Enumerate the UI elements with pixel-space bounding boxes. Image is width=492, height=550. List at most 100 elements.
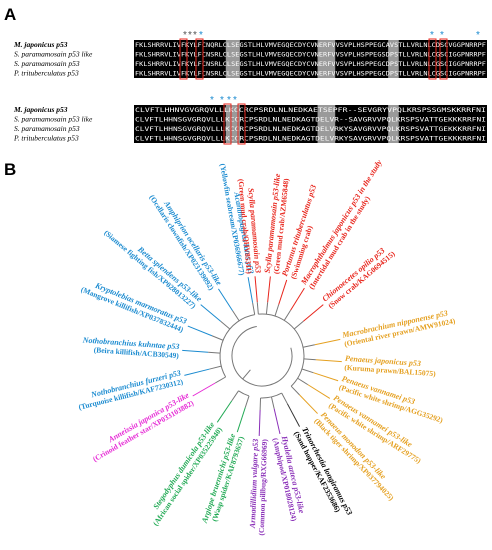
conserved-site-box [428,38,437,80]
leaf-label: Macrobrachium nipponense p53(Oriental ri… [341,309,457,349]
sequence-name: S. paramamosain p53 like [14,115,93,124]
variable-site-shade [317,114,336,124]
variable-site-shade [388,124,399,134]
leaf-species: Armadillidium vulgare p53 [248,439,260,530]
variable-site-shade [225,105,240,115]
sequence-track [134,59,487,69]
variable-site-shade [388,59,399,69]
variable-site-shade [388,49,399,59]
variable-site-shade [225,114,240,124]
sequence-residues: CLVFTLHHNSGVGRQVLLLKCCRCPSRDLNLNEDKAGTDE… [135,126,486,133]
leaf-stem [214,376,226,384]
sequence-residues: FKLSHRRVLIVFKYLFCNSRLCLSEGSTLHLVMVEGQECD… [135,61,486,68]
leaf-stem [232,310,240,322]
leaf-branch [254,276,258,303]
sequence-residues: CLVFTLHHNSGVGRQVLLLKCCRCPSRDLNLNEDKAGTDE… [135,117,486,124]
sequence-name: S. paramamosain p53 [14,59,80,68]
phylogenetic-tree: Acanthopagrus latus p53(Yellowfin seabre… [78,158,457,536]
sequence-track [134,124,487,134]
leaf-common-name: (Kuruma prawn/BAL15075) [344,363,436,378]
sequence-residues: CLVFTLHHNSGVGRQVLLLKCCRCPSRDLNLNEDKAGTDE… [135,136,486,143]
conservation-marker: * [193,30,197,41]
conserved-site-box [237,103,246,145]
leaf-stem [270,396,275,409]
leaf-stem [293,320,304,330]
leaf-stem [209,365,222,370]
variable-site-shade [225,59,240,69]
leaf-stem [244,395,250,408]
sequence-track [134,68,487,78]
leaf-common-name: (Common pillbug/RXG66969) [257,438,269,535]
leaf-stem [252,302,256,315]
leaf-stem [220,320,231,330]
leaf-stem [297,377,309,386]
variable-site-shade [317,49,336,59]
leaf-stem [231,390,239,402]
conservation-marker: * [476,30,480,41]
sequence-residues: FKLSHRRVLIVFKYLFCNQRLCLSEGSTLHLVMVEGQECD… [135,42,486,49]
conservation-marker: * [220,95,224,106]
variable-site-shade [317,105,336,115]
sequence-residues: CLVFTLHHNVGVGRQVLLLKCCRCPSRDLNLNEDKAETSE… [135,107,486,114]
tree-arc-vertebrate [219,314,255,378]
variable-site-shade [388,114,399,124]
leaf-branch [313,372,339,382]
conserved-site-box [179,38,188,80]
conserved-site-box [223,103,232,145]
conservation-marker: * [210,95,214,106]
leaf-branch [315,359,342,363]
leaf-stem [301,368,314,374]
tree-arc-crab [258,313,303,345]
variable-site-shade [225,124,240,134]
variable-site-shade [388,40,399,50]
leaf-stem [283,309,292,321]
panel-a-label: A [4,5,16,24]
leaf-label: Armadillidium vulgare p53(Common pillbug… [248,438,269,535]
leaf-stem [302,344,315,348]
leaf-branch [303,304,324,322]
sequence-track [134,49,487,59]
leaf-branch [258,409,261,436]
sequence-name: M. japonicus p53 [13,105,68,114]
variable-site-shade [225,49,240,59]
variable-site-shade [317,124,336,134]
leaf-stem [265,302,269,315]
leaf-label: Nothobranchius kuhntae p53(Beira killifi… [81,335,179,360]
leaf-branch [200,304,221,322]
leaf-label: Penaeus japonicus p53(Kuruma prawn/BAL15… [344,354,436,378]
leaf-stem [274,304,280,317]
variable-site-shade [388,133,399,143]
variable-site-shade [225,133,240,143]
leaf-branch [286,403,300,427]
leaf-common-name: (Snow crab/KAG0694515) [326,249,397,310]
conserved-site-box [195,38,204,80]
leaf-stem [281,392,288,404]
sequence-track [134,40,487,50]
leaf-stem [303,358,316,361]
leaf-stem [211,335,224,341]
variable-site-shade [225,68,240,78]
sequence-name: M. japonicus p53 [13,40,68,49]
leaf-branch [290,287,305,311]
leaf-branch [218,288,234,311]
leaf-stem [256,302,259,315]
tree-arc-prawn [290,344,305,387]
sequence-name: P. trituberculatus p53 [13,134,79,143]
leaf-common-name: (Crinoid feather star/XP033103882) [91,398,195,463]
conservation-marker: * [440,30,444,41]
conservation-marker: * [227,95,231,106]
sequence-track [134,133,487,143]
sequence-track [134,105,487,115]
sequence-residues: FKLSHRRVLIVFKYLFCNSRLCLSEGSTLHLVMVEGQECD… [135,71,486,78]
conservation-marker: * [430,30,434,41]
leaf-branch [267,276,271,303]
sequence-track [134,114,487,124]
variable-site-shade [317,68,336,78]
sequence-residues: FKLSHRRVLIVFKYLFCNSRLCLSEGSTLHLVMVEGQECD… [135,52,486,59]
leaf-branch [247,277,254,303]
conserved-site-box [439,38,448,80]
leaf-branch [307,384,331,399]
leaf-branch [314,338,341,346]
